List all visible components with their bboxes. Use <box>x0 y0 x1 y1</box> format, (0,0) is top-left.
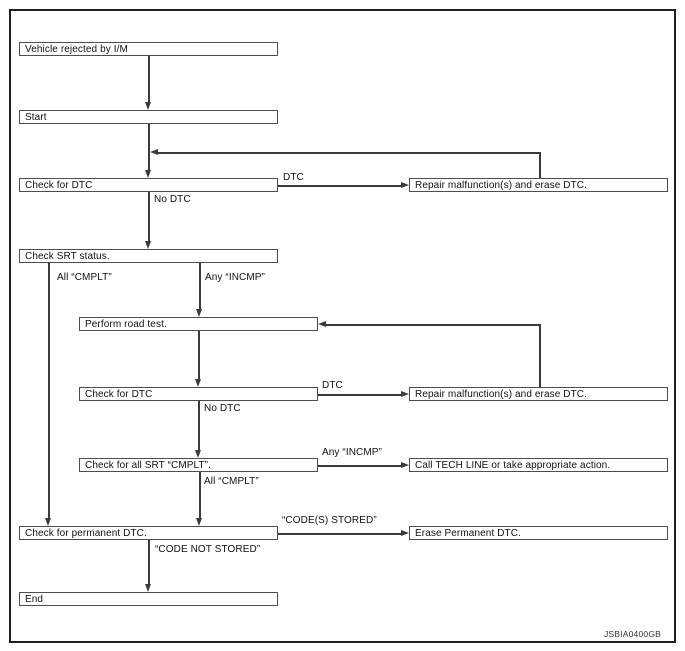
edge-label-any-incmp-2: Any “INCMP” <box>322 447 382 458</box>
arrowhead-loop1-into-trunk <box>149 149 158 156</box>
edge-label-dtc-1: DTC <box>283 172 304 183</box>
connector-checkpermanent-to-end <box>148 540 150 584</box>
loop1-horizontal <box>157 152 541 154</box>
edge-label-no-dtc-2: No DTC <box>204 403 241 414</box>
node-check-permanent-dtc: Check for permanent DTC. <box>19 526 278 540</box>
edge-label-any-incmp-1: Any “INCMP” <box>205 272 265 283</box>
node-erase-permanent-dtc: Erase Permanent DTC. <box>409 526 668 540</box>
arrowhead-loop2-into-roadtest <box>318 321 326 328</box>
connector-codesstored-to-erasepermanent <box>278 533 401 535</box>
node-repair-malfunction-2: Repair malfunction(s) and erase DTC. <box>409 387 668 401</box>
arrowhead-into-checkdtc1 <box>145 170 152 178</box>
node-repair-malfunction-1: Repair malfunction(s) and erase DTC. <box>409 178 668 192</box>
connector-checkdtc2-to-checkallsrt <box>198 401 200 450</box>
arrowhead-into-repair1 <box>401 182 409 189</box>
arrowhead-into-erasepermanent <box>401 530 409 537</box>
node-check-for-dtc-2: Check for DTC <box>79 387 318 401</box>
connector-dtc2-to-repair2 <box>318 394 401 396</box>
arrowhead-into-checkpermanent <box>196 518 203 526</box>
connector-allcmplt-left-branch <box>48 263 50 518</box>
arrowhead-into-end <box>145 584 152 592</box>
node-check-for-dtc-1: Check for DTC <box>19 178 278 192</box>
connector-checkdtc1-to-checksrt <box>148 192 150 241</box>
edge-label-code-not-stored: “CODE NOT STORED” <box>155 544 261 555</box>
edge-label-codes-stored: “CODE(S) STORED” <box>282 515 377 526</box>
edge-label-all-cmplt-1: All “CMPLT” <box>57 272 112 283</box>
node-call-tech-line: Call TECH LINE or take appropriate actio… <box>409 458 668 472</box>
node-check-all-srt-cmplt: Check for all SRT “CMPLT”. <box>79 458 318 472</box>
connector-checksrt-to-roadtest <box>199 263 201 309</box>
node-check-srt-status: Check SRT status. <box>19 249 278 263</box>
connector-roadtest-to-checkdtc2 <box>198 331 200 379</box>
edge-label-all-cmplt-2: All “CMPLT” <box>204 476 259 487</box>
connector-dtc1-to-repair1 <box>278 185 401 187</box>
arrowhead-into-roadtest <box>196 309 203 317</box>
arrowhead-leftbranch-into-checkpermanent <box>45 518 52 526</box>
arrowhead-into-checkdtc2 <box>195 379 202 387</box>
edge-label-dtc-2: DTC <box>322 380 343 391</box>
arrowhead-into-calltech <box>401 462 409 469</box>
node-end: End <box>19 592 278 606</box>
node-start: Start <box>19 110 278 124</box>
arrowhead-into-start <box>145 102 152 110</box>
connector-start-to-checkdtc1 <box>148 124 150 170</box>
node-perform-road-test: Perform road test. <box>79 317 318 331</box>
loop2-vertical <box>539 324 541 387</box>
arrowhead-into-checksrt <box>145 241 152 249</box>
connector-checkallsrt-to-checkpermanent <box>199 472 201 518</box>
figure-code: JSBIA0400GB <box>603 629 661 639</box>
arrowhead-into-checkallsrt <box>195 450 202 458</box>
loop1-vertical <box>539 152 541 178</box>
arrowhead-into-repair2 <box>401 391 409 398</box>
connector-anyincmp-to-calltech <box>318 465 401 467</box>
node-vehicle-rejected: Vehicle rejected by I/M <box>19 42 278 56</box>
loop2-horizontal <box>326 324 541 326</box>
edge-label-no-dtc-1: No DTC <box>154 194 191 205</box>
connector-vehicle-to-start <box>148 56 150 103</box>
